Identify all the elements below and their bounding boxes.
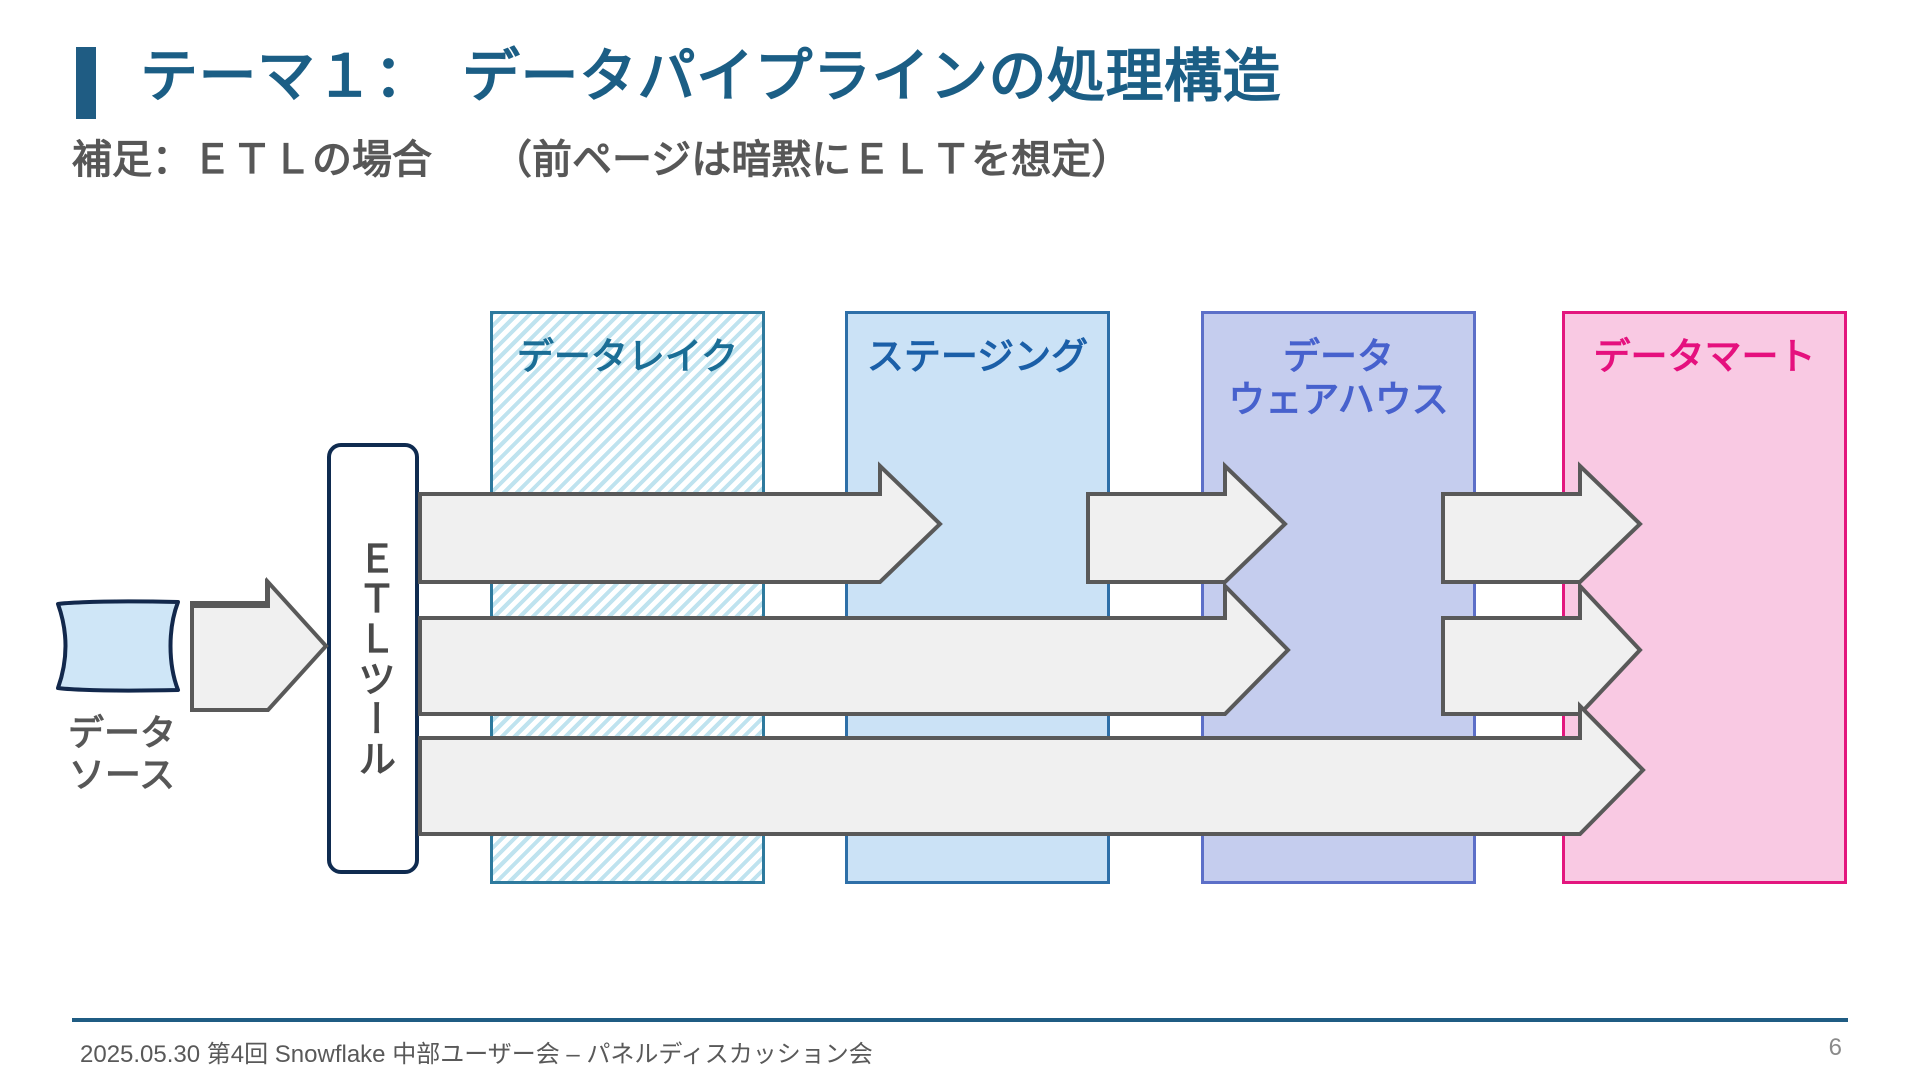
zone-staging[interactable]: ステージング	[845, 311, 1110, 884]
title-accent-bar	[76, 47, 96, 119]
data-source-cylinder[interactable]	[50, 598, 187, 694]
etl-tool-box[interactable]: ＥＴＬツール	[327, 443, 419, 874]
zone-data-mart[interactable]: データマート	[1562, 311, 1847, 884]
zone-data-lake-label: データレイク	[516, 336, 739, 377]
page-number: 6	[1828, 1034, 1842, 1061]
data-source-label: データ ソース	[67, 712, 176, 796]
arrow-source-to-etl	[190, 577, 328, 711]
etl-tool-label: ＥＴＬツール	[351, 538, 394, 779]
arrow-source-to-etl-shape	[190, 576, 329, 712]
footer-text: 2025.05.30 第4回 Snowflake 中部ユーザー会 – パネルディ…	[80, 1041, 873, 1068]
zone-data-warehouse[interactable]: データ ウェアハウス	[1201, 311, 1476, 884]
zone-data-mart-label: データマート	[1593, 336, 1816, 377]
page-subtitle: 補足：ＥＴＬの場合 （前ページは暗黙にＥＬＴを想定）	[72, 138, 1132, 182]
page-title: テーマ１： データパイプラインの処理構造	[140, 44, 1282, 109]
database-cylinder-icon	[56, 599, 180, 693]
zone-data-lake[interactable]: データレイク	[490, 311, 765, 884]
footer-divider	[72, 1018, 1848, 1022]
zone-staging-label: ステージング	[866, 336, 1089, 377]
zone-data-warehouse-label: データ ウェアハウス	[1228, 336, 1449, 420]
